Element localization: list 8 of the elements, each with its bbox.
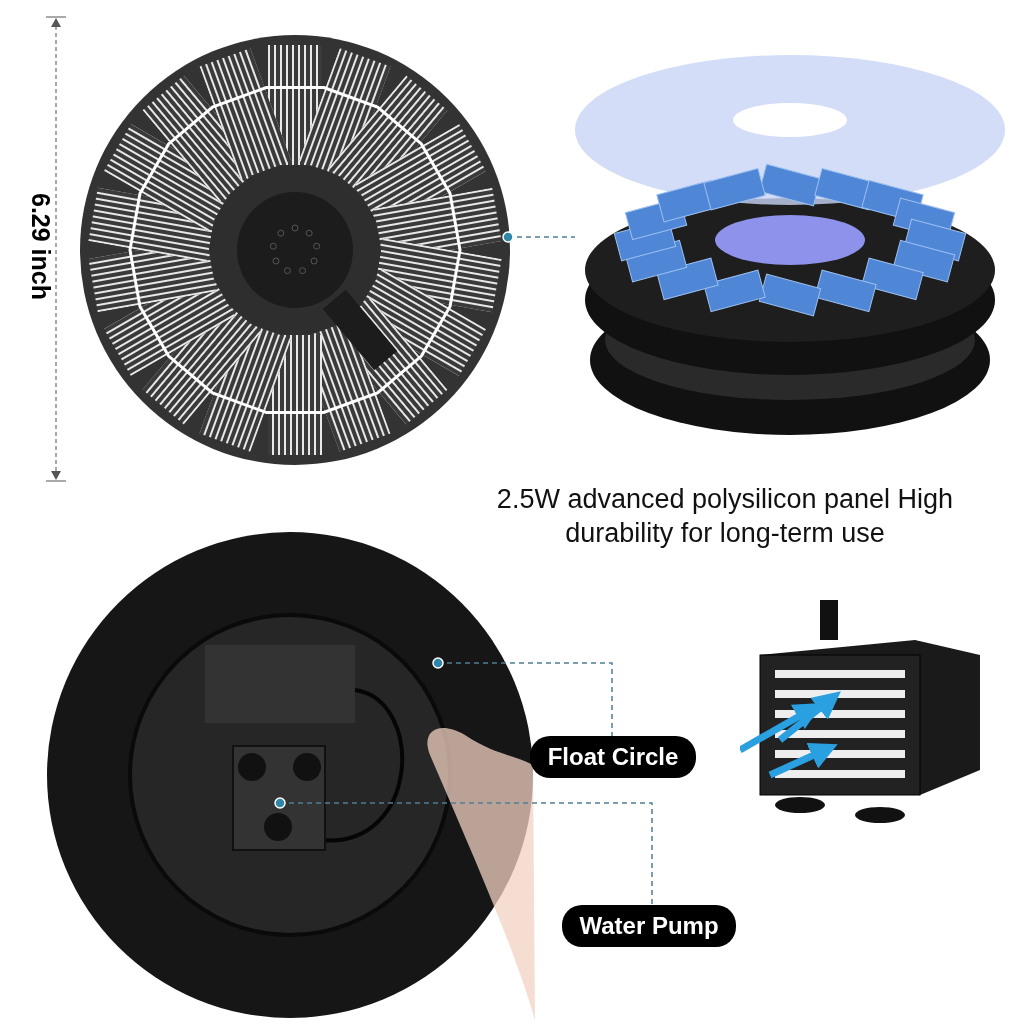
pump-mount <box>232 745 326 851</box>
description-text: 2.5W advanced polysilicon panel High durability for long-term use <box>495 483 955 550</box>
leader-line <box>274 797 653 906</box>
callout-label: Water Pump <box>562 905 736 947</box>
leader-line <box>502 231 576 243</box>
float-underside-drawing <box>45 530 535 1020</box>
leader-line <box>432 657 613 737</box>
callout-label: Float Circle <box>530 736 696 778</box>
